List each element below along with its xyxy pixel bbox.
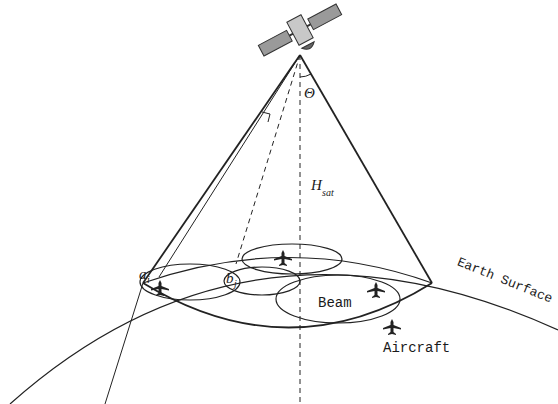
aircraft-index-label: a <box>139 267 147 282</box>
beam-ellipse <box>242 244 342 274</box>
angle-label: Θ <box>304 86 315 101</box>
beam-ellipse <box>276 275 400 323</box>
coverage-cone-edge <box>143 55 300 283</box>
height-subscript: sat <box>322 188 334 198</box>
aircraft-label: Aircraft <box>383 341 450 355</box>
earth-radius-line <box>105 283 143 404</box>
satellite-icon <box>255 0 349 69</box>
aircraft-icon <box>367 282 385 298</box>
beam-index-subscript: j <box>234 279 237 289</box>
coverage-cap-bottom <box>143 283 432 328</box>
right-angle-mark <box>262 112 270 122</box>
aircraft-icon <box>274 250 292 266</box>
angle-arc <box>300 74 311 77</box>
aircraft-icon <box>383 319 401 335</box>
line-to-aircraft <box>159 55 300 277</box>
beam-ellipse <box>140 264 240 300</box>
height-label: H <box>311 178 322 193</box>
earth-surface-arc <box>10 275 558 404</box>
nadir-dashed-line <box>300 55 301 404</box>
line-to-beam <box>236 55 300 264</box>
aircraft-icon <box>151 280 169 296</box>
beam-label: Beam <box>318 296 352 310</box>
coverage-cone-edge <box>300 55 432 283</box>
beam-index-label: b <box>226 271 234 286</box>
aircraft-index-subscript: i <box>147 275 150 285</box>
